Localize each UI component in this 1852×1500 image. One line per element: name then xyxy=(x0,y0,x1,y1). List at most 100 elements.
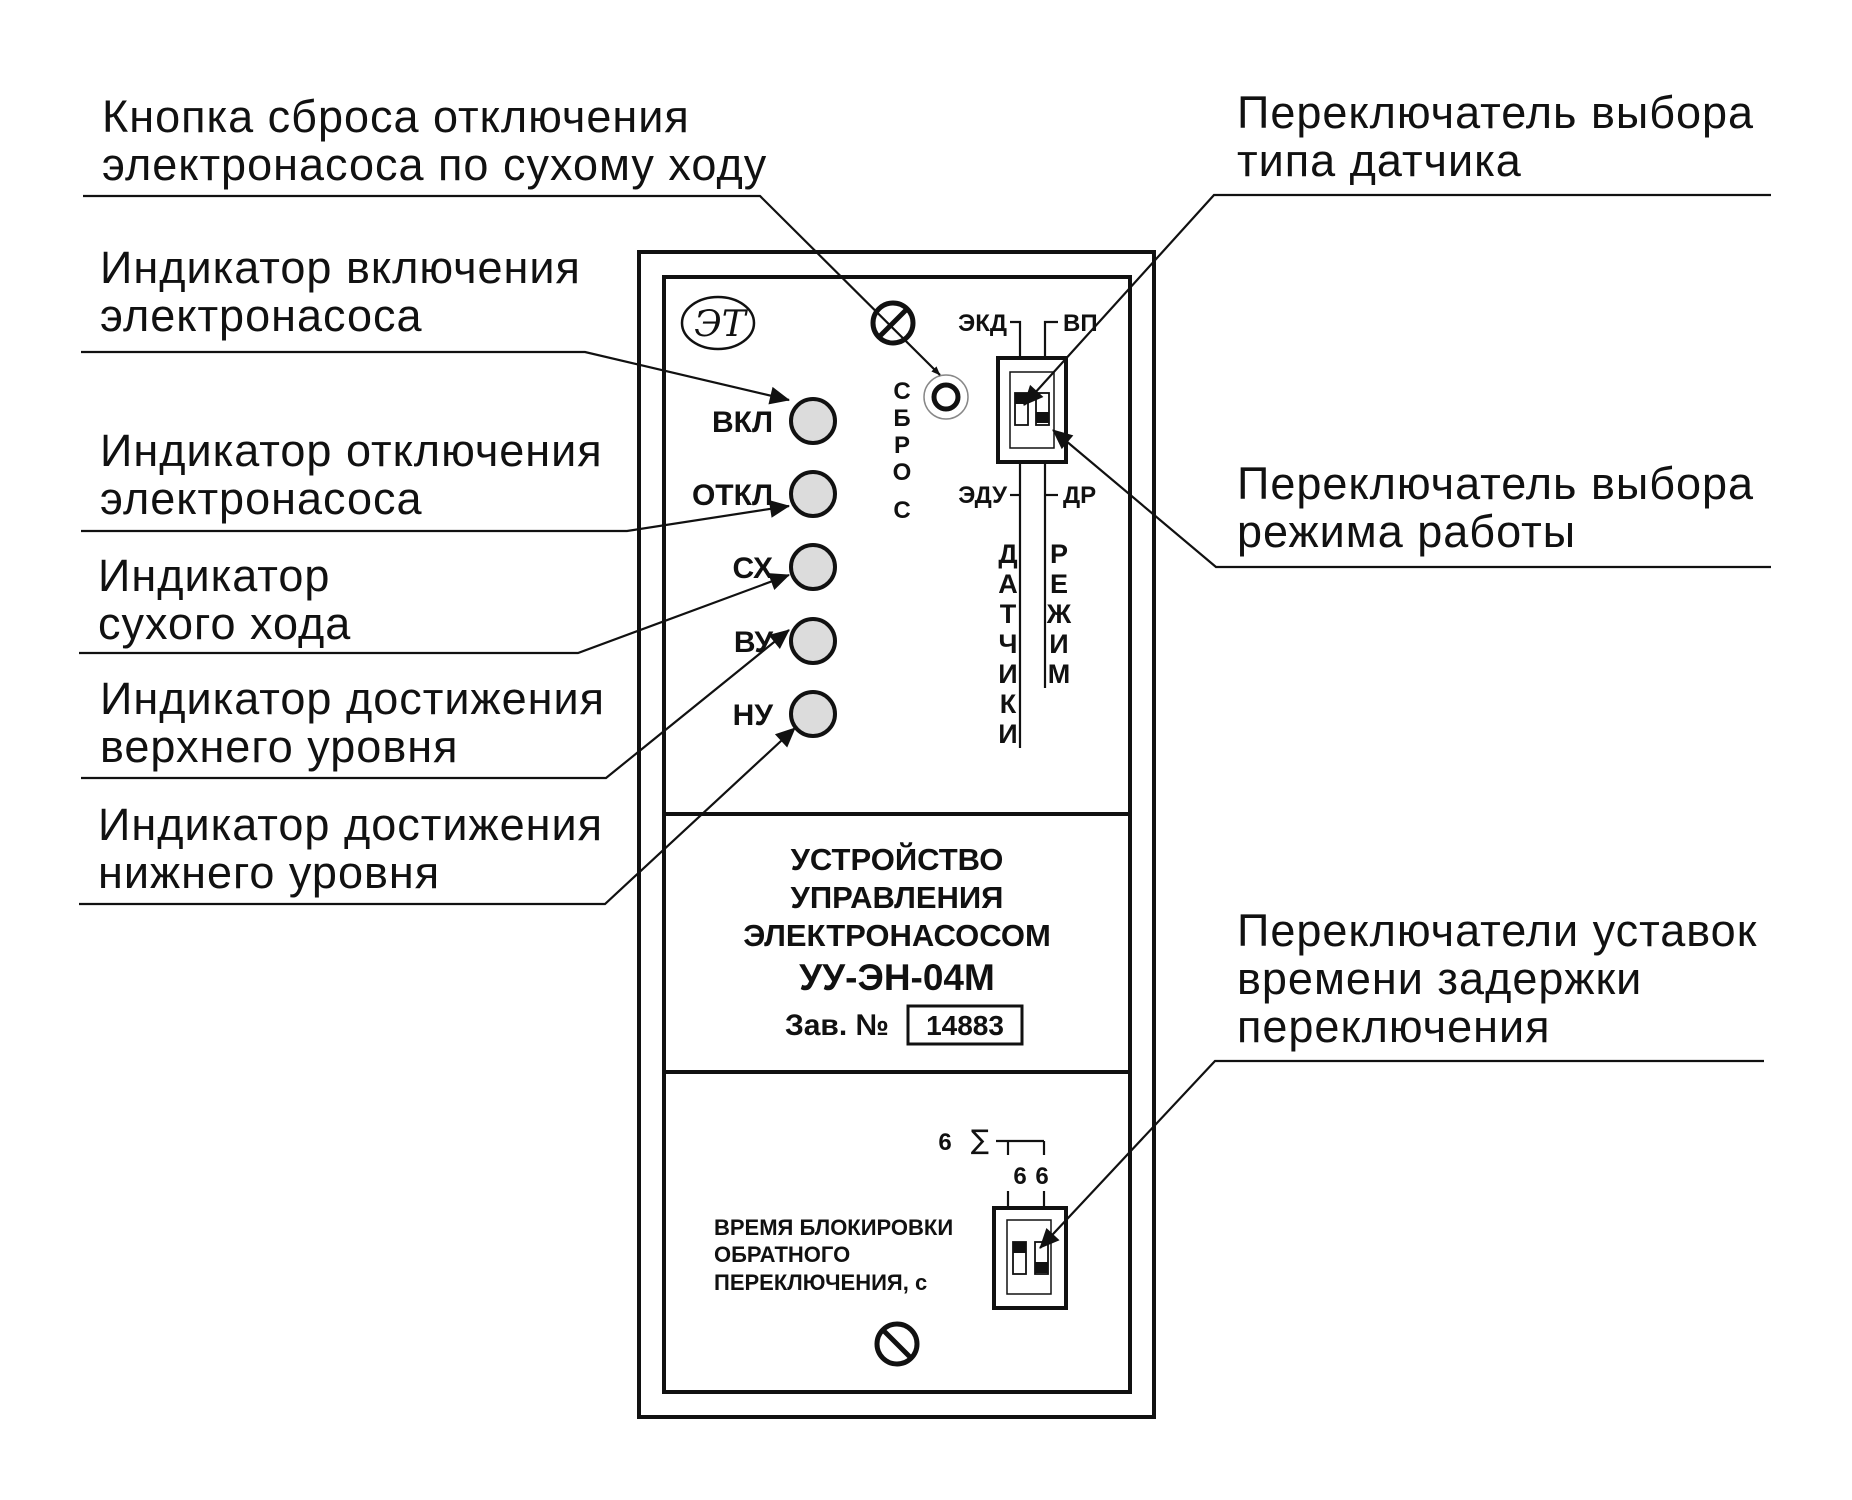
screw-slot xyxy=(878,308,908,338)
reset-letter: С xyxy=(893,378,910,405)
leader-lines xyxy=(79,193,1771,1249)
reset-button[interactable] xyxy=(923,374,969,420)
callout-off-line-1: Индикатор отключения xyxy=(100,425,603,476)
leader-off xyxy=(81,500,790,533)
sensors-letter: И xyxy=(998,659,1017,689)
mode-letter: И xyxy=(1049,629,1068,659)
switch-label-ekd: ЭКД xyxy=(958,310,1007,337)
leader-delay xyxy=(1039,1059,1764,1249)
dip-lever-knob xyxy=(1013,1242,1026,1253)
dip-lever-knob xyxy=(1035,1262,1048,1273)
model-number: УУ-ЭН-04М xyxy=(799,957,995,998)
callout-reset-line-1: Кнопка сброса отключения xyxy=(102,91,690,142)
title-line-3: ЭЛЕКТРОНАСОСОМ xyxy=(743,918,1051,953)
title-line-1: УСТРОЙСТВО xyxy=(791,841,1004,877)
callout-mode-line-2: режима работы xyxy=(1237,506,1576,557)
delay-dip-inner xyxy=(1006,1219,1052,1295)
led-label-on: ВКЛ xyxy=(712,406,773,439)
indicator-on-led xyxy=(789,397,837,445)
sensors-letter: К xyxy=(1000,689,1017,719)
mode-letter: Е xyxy=(1050,569,1068,599)
delay-caption-line-1: ВРЕМЯ БЛОКИРОВКИ xyxy=(714,1215,953,1240)
mode-vertical-label: Р Е Ж И М xyxy=(1046,539,1072,689)
delay-caption-line-3: ПЕРЕКЛЮЧЕНИЯ, с xyxy=(714,1270,927,1295)
indicator-upper-level-led xyxy=(789,617,837,665)
led-labels: ВКЛ ОТКЛ СХ ВУ НУ xyxy=(692,406,773,732)
dip-lever-knob xyxy=(1015,393,1028,404)
indicators xyxy=(789,397,837,738)
reset-label: С Б Р О С xyxy=(893,378,912,524)
reset-letter: Б xyxy=(893,405,910,432)
delay-dip-switch[interactable] xyxy=(992,1206,1068,1310)
delay-switch-block: 6 ∑ 6 6 ВРЕМЯ БЛОКИРОВКИ ОБРАТНОГО ПЕРЕК… xyxy=(714,1125,1068,1310)
callout-upper-line-1: Индикатор достижения xyxy=(100,673,605,724)
callout-on-line-2: электронасоса xyxy=(100,290,423,341)
mode-letter: Ж xyxy=(1046,599,1072,629)
callout-upper-line-2: верхнего уровня xyxy=(100,721,458,772)
switch-label-dr: ДР xyxy=(1063,482,1096,509)
sensors-letter: Ч xyxy=(999,629,1018,659)
mode-letter: М xyxy=(1048,659,1071,689)
sensor-mode-dip-switch[interactable] xyxy=(996,356,1068,464)
callout-on-line-1: Индикатор включения xyxy=(100,242,581,293)
leader-upper xyxy=(81,629,790,780)
leader-lower xyxy=(79,727,796,906)
callout-lower-line-1: Индикатор достижения xyxy=(98,799,603,850)
leader-reset xyxy=(83,194,941,376)
leader-sensor-type xyxy=(1023,193,1771,406)
screw-slot xyxy=(882,1329,912,1359)
delay-switch-label: 6 xyxy=(1013,1163,1026,1190)
callout-sensor-type-line-2: типа датчика xyxy=(1237,135,1522,186)
callout-reset-line-2: электронасоса по сухому ходу xyxy=(102,139,767,190)
indicator-dry-run-led xyxy=(789,543,837,591)
leader-on xyxy=(81,350,790,405)
switch-label-vp: ВП xyxy=(1063,310,1098,337)
callout-delay-line-1: Переключатели уставок xyxy=(1237,905,1757,956)
callouts-right: Переключатель выбора типа датчика Перекл… xyxy=(1237,87,1757,1052)
indicator-lower-level-led xyxy=(789,690,837,738)
delay-switch-label: 6 xyxy=(1035,1163,1048,1190)
serial-number-box xyxy=(906,1004,1024,1046)
inner-frame xyxy=(662,275,1132,1394)
screw-top xyxy=(870,300,916,346)
reset-letter: С xyxy=(893,497,910,524)
bracket-ekd xyxy=(1010,320,1022,358)
title-line-2: УПРАВЛЕНИЯ xyxy=(791,880,1004,915)
logo: ЭТ xyxy=(680,295,756,351)
bracket-vp xyxy=(1043,320,1058,358)
callout-delay-line-2: времени задержки xyxy=(1237,953,1642,1004)
callout-delay-line-3: переключения xyxy=(1237,1001,1551,1052)
sensors-letter: А xyxy=(998,569,1018,599)
sum-symbol: ∑ xyxy=(971,1125,989,1156)
screw-bottom xyxy=(874,1321,920,1367)
reset-button-cap[interactable] xyxy=(931,382,961,412)
reset-letter: Р xyxy=(894,432,910,459)
sensors-letter: Д xyxy=(998,539,1017,569)
device-frame xyxy=(637,250,1156,1419)
reset-letter: О xyxy=(893,459,912,486)
delay-caption-line-2: ОБРАТНОГО xyxy=(714,1242,850,1267)
callout-mode-line-1: Переключатель выбора xyxy=(1237,458,1754,509)
sensors-letter: Т xyxy=(1000,599,1017,629)
sensors-vertical-label: Д А Т Ч И К И xyxy=(998,539,1018,749)
callout-dry-run-line-2: сухого хода xyxy=(98,598,351,649)
serial-label: Зав. № xyxy=(785,1009,889,1042)
mode-letter: Р xyxy=(1050,539,1068,569)
sum-value-label: 6 xyxy=(938,1129,951,1156)
led-label-dry-run: СХ xyxy=(732,552,773,585)
callouts-left: Кнопка сброса отключения электронасоса п… xyxy=(98,91,767,898)
callout-dry-run-line-1: Индикатор xyxy=(98,550,330,601)
callout-sensor-type-line-1: Переключатель выбора xyxy=(1237,87,1754,138)
outer-frame xyxy=(637,250,1156,1419)
dip-lever-knob xyxy=(1036,412,1049,423)
led-label-lower-level: НУ xyxy=(733,699,774,732)
leader-mode xyxy=(1052,429,1771,569)
indicator-off-led xyxy=(789,470,837,518)
serial-number: 14883 xyxy=(926,1010,1004,1041)
leader-dry-run xyxy=(79,573,790,655)
led-label-off: ОТКЛ xyxy=(692,479,773,512)
switch-label-edu: ЭДУ xyxy=(958,482,1008,509)
callout-lower-line-2: нижнего уровня xyxy=(98,847,440,898)
logo-ring xyxy=(680,295,756,351)
